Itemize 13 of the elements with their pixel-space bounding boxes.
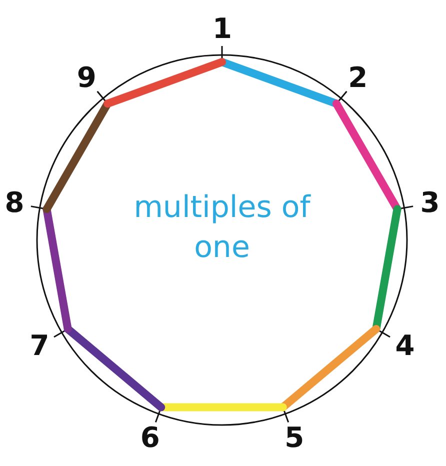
vertex-number: 2 [348,63,368,94]
polygon-side [104,58,226,108]
polygon-side [278,325,380,412]
polygon-side [64,325,166,412]
vertex-number: 4 [395,330,415,360]
vertex-number: 9 [76,63,96,94]
vertex-number: 1 [212,14,232,44]
center-text: multiples of one [132,189,312,267]
vertex-number: 8 [4,188,24,218]
vertex-number: 5 [284,423,304,454]
vertex-number: 7 [30,330,50,360]
vertex-number: 3 [420,188,440,218]
vertex-number: 6 [140,423,160,454]
